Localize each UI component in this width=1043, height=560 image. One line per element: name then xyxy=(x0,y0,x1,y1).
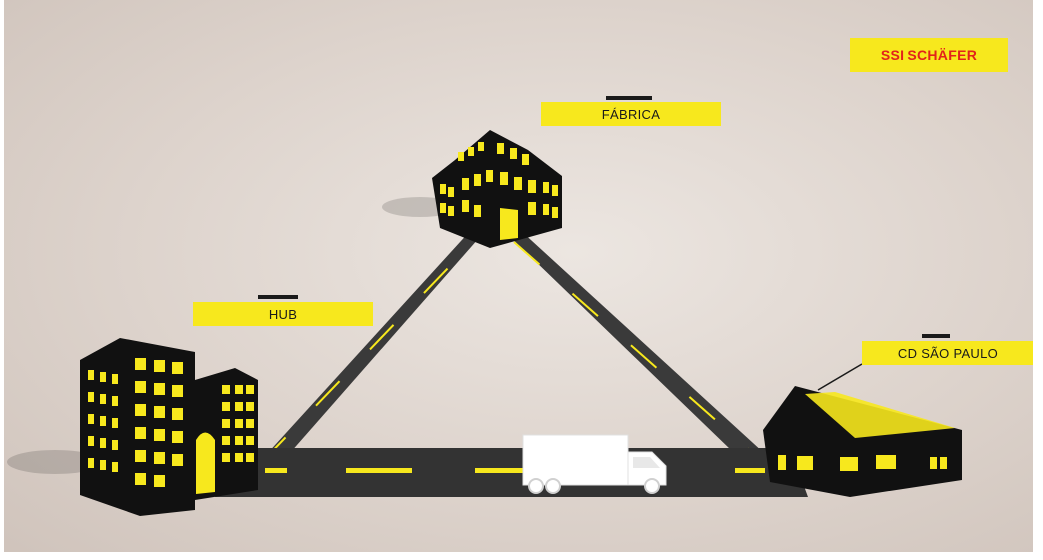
factory-label-text: FÁBRICA xyxy=(602,107,660,122)
frame-left xyxy=(0,0,4,560)
road-hub-cd xyxy=(215,448,808,497)
frame-bottom xyxy=(0,552,1043,560)
frame-right xyxy=(1033,0,1043,560)
ssi-schaefer-logo: SSI SCHÄFER xyxy=(850,38,1008,72)
truck xyxy=(523,435,666,493)
distribution-center-building xyxy=(763,386,962,497)
distribution-center-label-text: CD SÃO PAULO xyxy=(898,346,998,361)
hub-label-text: HUB xyxy=(269,307,297,322)
cd-leader-line xyxy=(818,364,862,390)
logo-text-a: SSI xyxy=(881,47,904,63)
hub-label: HUB xyxy=(193,302,373,326)
factory-building xyxy=(432,130,562,248)
factory-label: FÁBRICA xyxy=(541,102,721,126)
hub-label-bar xyxy=(258,295,298,299)
factory-label-bar xyxy=(606,96,652,100)
cd-label-bar xyxy=(922,334,950,338)
road-hub-factory xyxy=(245,230,486,478)
hub-building xyxy=(80,338,258,516)
logo-text-b: SCHÄFER xyxy=(907,47,977,63)
distribution-center-label: CD SÃO PAULO xyxy=(862,341,1034,365)
